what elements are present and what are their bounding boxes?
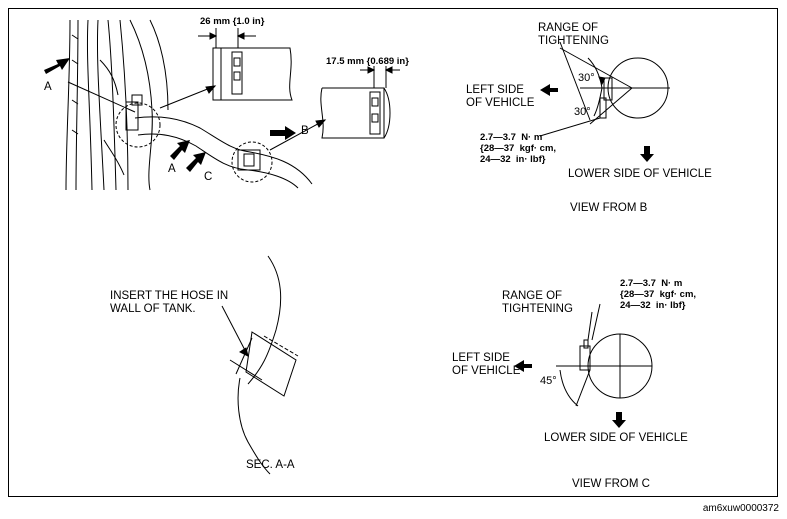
arrow-a-label-1: A (44, 81, 52, 93)
arrow-b-label: B (301, 125, 309, 137)
view-b-torque-spec: 2.7—3.7 N· m {28—37 kgf· cm, 24—32 in· l… (480, 132, 557, 165)
tank-hose-assembly (65, 19, 327, 191)
detail-26mm (198, 28, 293, 101)
figure-frame (8, 8, 778, 497)
dim-26mm-label: 26 mm {1.0 in} (200, 16, 265, 27)
view-c-left-side-label: LEFT SIDE OF VEHICLE (452, 352, 521, 377)
view-b-range-label: RANGE OF TIGHTENING (538, 22, 609, 47)
view-c-angle: 45° (540, 375, 557, 387)
view-c-range-label: RANGE OF TIGHTENING (502, 290, 573, 315)
view-c-drawing (514, 303, 653, 428)
view-b-lower-side-label: LOWER SIDE OF VEHICLE (568, 168, 712, 180)
view-c-torque-spec: 2.7—3.7 N· m {28—37 kgf· cm, 24—32 in· l… (620, 278, 697, 311)
view-b-title: VIEW FROM B (570, 202, 648, 214)
arrow-c-label: C (204, 171, 213, 183)
dim-17-5mm-label: 17.5 mm {0.689 in} (326, 56, 409, 67)
arrow-a-label-2: A (168, 163, 176, 175)
figure-code: am6xuw0000372 (702, 503, 779, 514)
view-b-left-side-label: LEFT SIDE OF VEHICLE (466, 84, 535, 109)
view-c-lower-side-label: LOWER SIDE OF VEHICLE (544, 432, 688, 444)
view-b-drawing (539, 41, 670, 162)
section-note: INSERT THE HOSE IN WALL OF TANK. (110, 290, 229, 315)
section-a-a-drawing (221, 255, 299, 475)
section-title: SEC. A-A (246, 459, 295, 471)
view-arrows (44, 58, 296, 172)
view-c-title: VIEW FROM C (572, 478, 650, 490)
view-b-angle-lower: 30° (574, 106, 591, 118)
detail-17-5mm (320, 66, 400, 139)
view-b-angle-upper: 30° (578, 72, 595, 84)
